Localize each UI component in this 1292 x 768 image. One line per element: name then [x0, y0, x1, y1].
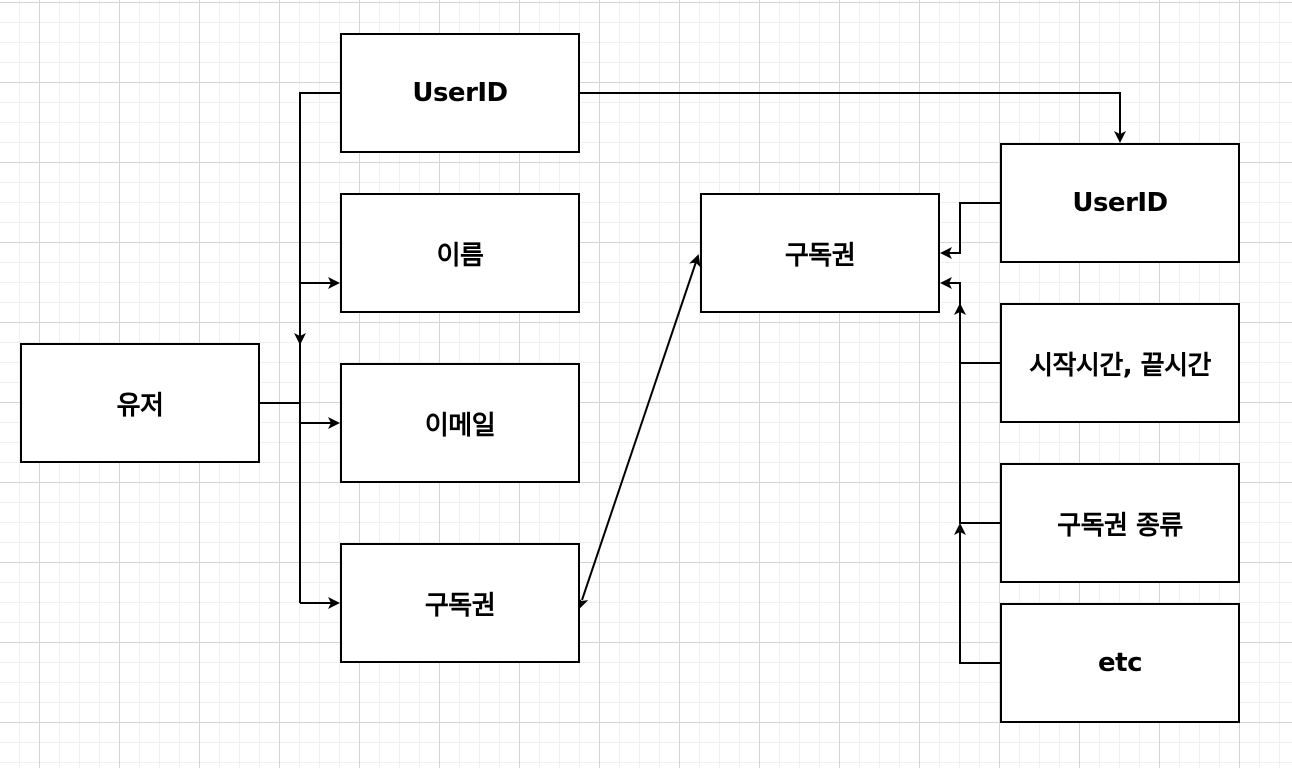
edge-userid-userid [580, 92, 1126, 143]
node-label: UserID [1072, 188, 1168, 218]
node-userid-left[interactable]: UserID [340, 33, 580, 153]
node-email[interactable]: 이메일 [340, 363, 580, 483]
edge-userid-to-bus [294, 92, 340, 345]
edge-type-subscription [954, 303, 1000, 524]
node-label: 구독권 종류 [1057, 510, 1183, 541]
node-label: etc [1098, 648, 1142, 678]
edge-userid-right-subscription [940, 202, 1000, 259]
node-name[interactable]: 이름 [340, 193, 580, 313]
node-subscription-center[interactable]: 구독권 [700, 193, 940, 313]
node-start-end-time[interactable]: 시작시간, 끝시간 [1000, 303, 1240, 423]
node-label: UserID [412, 78, 508, 108]
node-etc[interactable]: etc [1000, 603, 1240, 723]
edge-etc-subscription [954, 523, 1000, 664]
node-subscription-left[interactable]: 구독권 [340, 543, 580, 663]
node-label: 구독권 [784, 240, 856, 271]
node-label: 유저 [116, 390, 164, 421]
edge-subscription-bidirectional [576, 254, 701, 610]
edge-time-subscription [940, 277, 1000, 364]
node-label: 이름 [436, 240, 484, 271]
node-userid-right[interactable]: UserID [1000, 143, 1240, 263]
node-subscription-type[interactable]: 구독권 종류 [1000, 463, 1240, 583]
node-label: 시작시간, 끝시간 [1029, 350, 1211, 381]
node-user[interactable]: 유저 [20, 343, 260, 463]
node-label: 구독권 [424, 590, 496, 621]
node-label: 이메일 [424, 410, 496, 441]
